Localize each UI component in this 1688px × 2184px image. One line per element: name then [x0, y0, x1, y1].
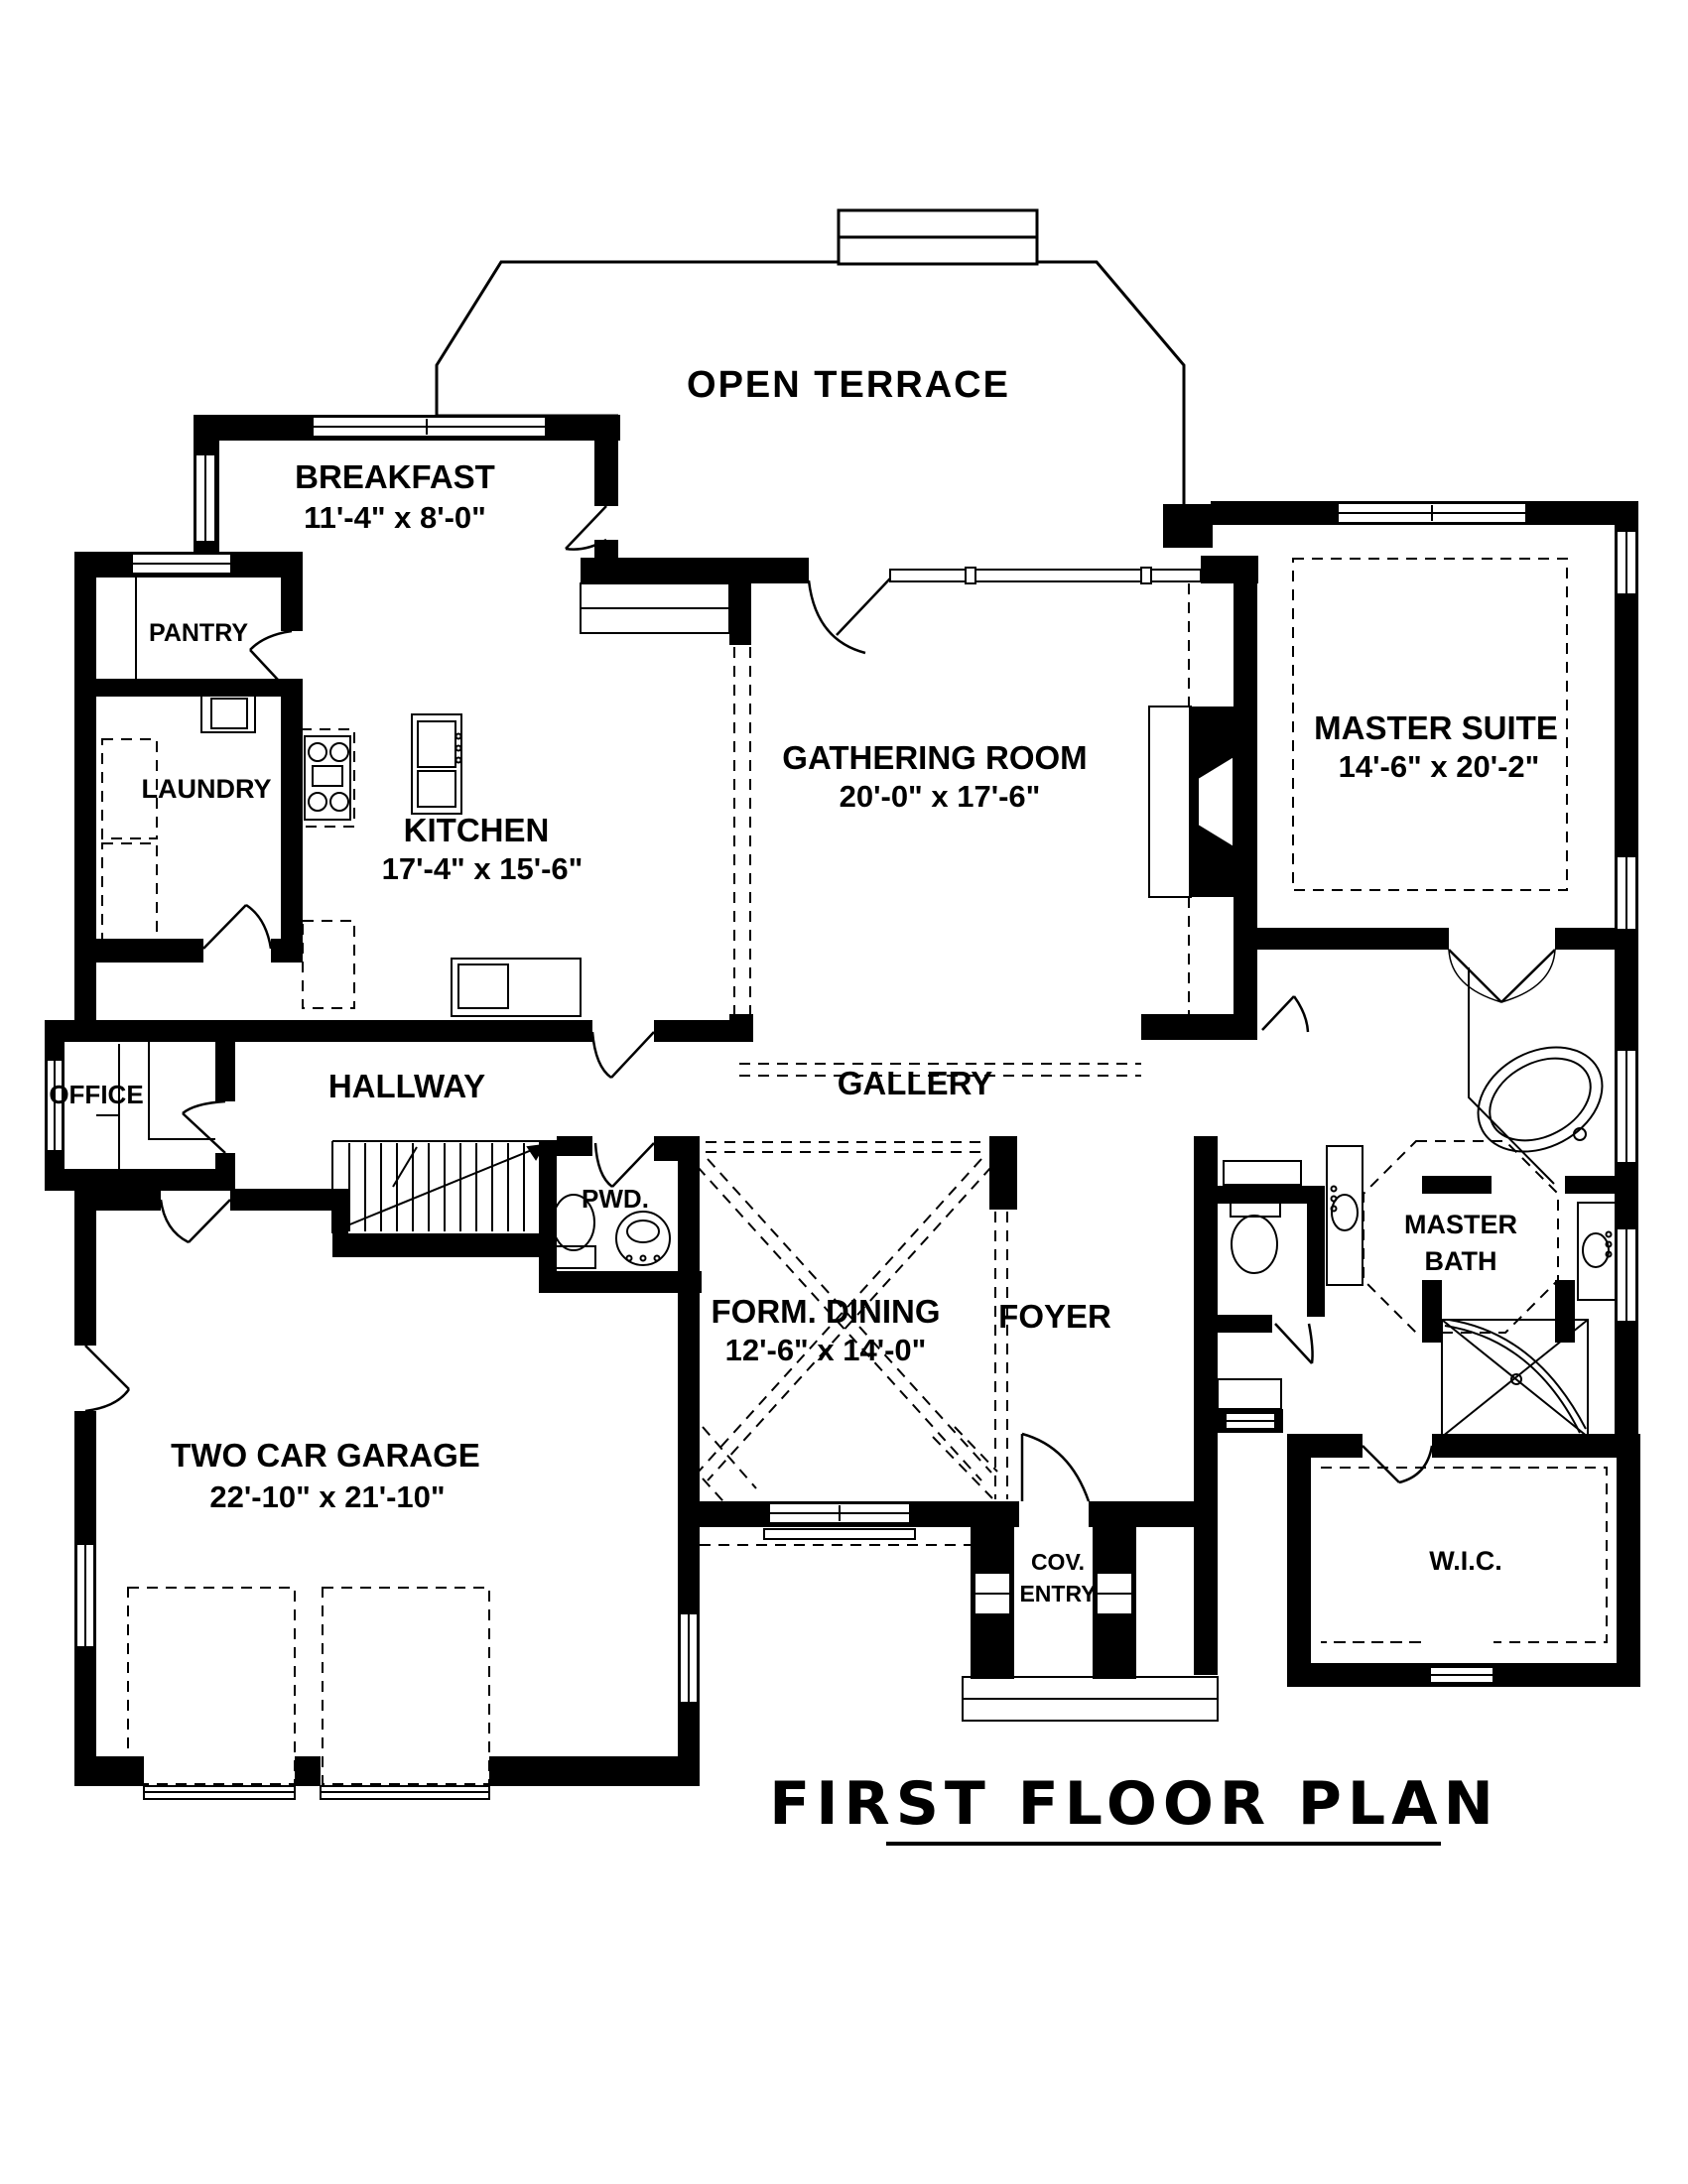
fireplace-firebox — [1197, 754, 1234, 849]
room-dims-breakfast: 11'-4" x 8'-0" — [304, 500, 486, 535]
room-label-foyer: FOYER — [998, 1298, 1111, 1335]
staircase — [331, 1140, 557, 1233]
sheet-title: FIRST FLOOR PLAN — [769, 1769, 1499, 1846]
room-label-master-bath-line1: MASTER — [1404, 1210, 1517, 1239]
room-dims-master-suite: 14'-6" x 20'-2" — [1339, 749, 1540, 784]
room-label-powder: PWD. — [582, 1184, 649, 1214]
room-label-gathering: GATHERING ROOM — [782, 739, 1087, 776]
room-label-master-suite: MASTER SUITE — [1314, 709, 1558, 746]
room-label-kitchen: KITCHEN — [404, 812, 550, 848]
chimney — [837, 208, 1039, 266]
doors — [84, 505, 1556, 1502]
room-label-open-terrace: OPEN TERRACE — [687, 364, 1010, 406]
fireplace-hearth — [1148, 706, 1192, 898]
room-dims-kitchen: 17'-4" x 15'-6" — [382, 851, 584, 886]
room-label-wic: W.I.C. — [1429, 1546, 1502, 1576]
room-label-cov-entry-line2: ENTRY — [1019, 1581, 1096, 1606]
room-label-cov-entry-line1: COV. — [1031, 1549, 1085, 1575]
windows — [46, 416, 1637, 1800]
room-label-pantry: PANTRY — [149, 619, 248, 647]
room-dims-gathering: 20'-0" x 17'-6" — [840, 779, 1041, 814]
room-label-office: OFFICE — [49, 1080, 143, 1109]
room-label-gallery: GALLERY — [838, 1065, 992, 1101]
room-label-breakfast: BREAKFAST — [295, 458, 495, 495]
room-label-master-bath-line2: BATH — [1425, 1246, 1497, 1276]
room-dims-garage: 22'-10" x 21'-10" — [209, 1479, 445, 1514]
dashed-details — [101, 558, 1608, 1785]
room-label-hallway: HALLWAY — [328, 1068, 485, 1104]
room-label-garage: TWO CAR GARAGE — [171, 1437, 480, 1474]
room-label-formal-dining: FORM. DINING — [712, 1293, 941, 1330]
fixtures — [96, 578, 1617, 1722]
sheet-title-text: FIRST FLOOR PLAN — [769, 1769, 1499, 1839]
room-label-laundry: LAUNDRY — [142, 774, 272, 804]
room-dims-formal-dining: 12'-6" x 14'-0" — [725, 1333, 927, 1367]
